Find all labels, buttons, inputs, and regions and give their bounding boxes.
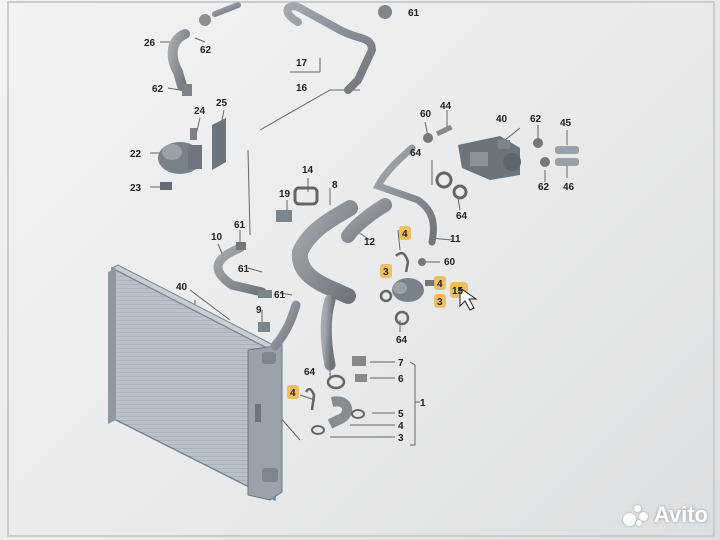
label-23: 23: [130, 183, 142, 194]
water-pump: [158, 118, 226, 190]
label-46: 46: [563, 182, 575, 193]
label-45: 45: [560, 118, 572, 129]
label-11: 11: [450, 234, 461, 245]
clamp-62: [199, 14, 211, 26]
label-4-a: 4: [402, 229, 408, 240]
label-8: 8: [332, 180, 338, 191]
label-5: 5: [398, 409, 404, 420]
label-1: 1: [420, 398, 426, 409]
avito-watermark: Avito: [622, 502, 708, 528]
thermostat-housing: [423, 124, 579, 200]
clamp-61-top: [378, 5, 392, 19]
page-frame: [7, 1, 715, 537]
label-3-c: 3: [398, 433, 404, 444]
label-64-c: 64: [396, 335, 408, 346]
label-62-left: 62: [152, 84, 164, 95]
label-64-d: 64: [304, 367, 316, 378]
label-9: 9: [256, 305, 262, 316]
lower-fittings: [236, 186, 367, 435]
label-19: 19: [279, 189, 291, 200]
label-4-c: 4: [398, 421, 404, 432]
label-25: 25: [216, 98, 228, 109]
label-4-d: 4: [290, 388, 296, 399]
label-12: 12: [364, 237, 376, 248]
label-14: 14: [302, 165, 314, 176]
label-15: 15: [452, 286, 464, 297]
label-7: 7: [398, 358, 404, 369]
label-60-mid: 60: [444, 257, 456, 268]
watermark-text: Avito: [653, 502, 708, 527]
top-hoses: [167, 2, 377, 94]
label-61-c: 61: [238, 264, 250, 275]
label-40-left: 40: [176, 282, 188, 293]
label-26: 26: [144, 38, 156, 49]
label-40-right: 40: [496, 114, 508, 125]
cursor-icon: [459, 287, 478, 311]
label-4-b: 4: [437, 279, 443, 290]
avito-logo-icon: [622, 503, 649, 527]
label-24: 24: [194, 106, 206, 117]
label-16: 16: [296, 83, 308, 94]
label-6: 6: [398, 374, 404, 385]
label-61-d: 61: [274, 290, 286, 301]
label-64-b: 64: [456, 211, 468, 222]
label-64-a: 64: [410, 148, 422, 159]
label-61-top: 61: [408, 8, 420, 19]
label-3-b: 3: [437, 297, 443, 308]
label-62-right-bottom: 62: [538, 182, 550, 193]
middle-hoses: [213, 144, 437, 371]
label-44: 44: [440, 101, 452, 112]
label-3-a: 3: [383, 267, 389, 278]
label-62-top: 62: [200, 45, 212, 56]
label-61-b: 61: [234, 220, 246, 231]
label-62-right-top: 62: [530, 114, 542, 125]
connector-center: [379, 251, 435, 326]
label-22: 22: [130, 149, 142, 160]
clip: [182, 84, 192, 96]
part-labels: 26 62 62 61 17 16 25 24 22 23 14 8 19 12…: [130, 8, 575, 444]
radiator: [108, 264, 283, 502]
label-17: 17: [296, 58, 308, 69]
label-10: 10: [211, 232, 223, 243]
label-60-top: 60: [420, 109, 432, 120]
